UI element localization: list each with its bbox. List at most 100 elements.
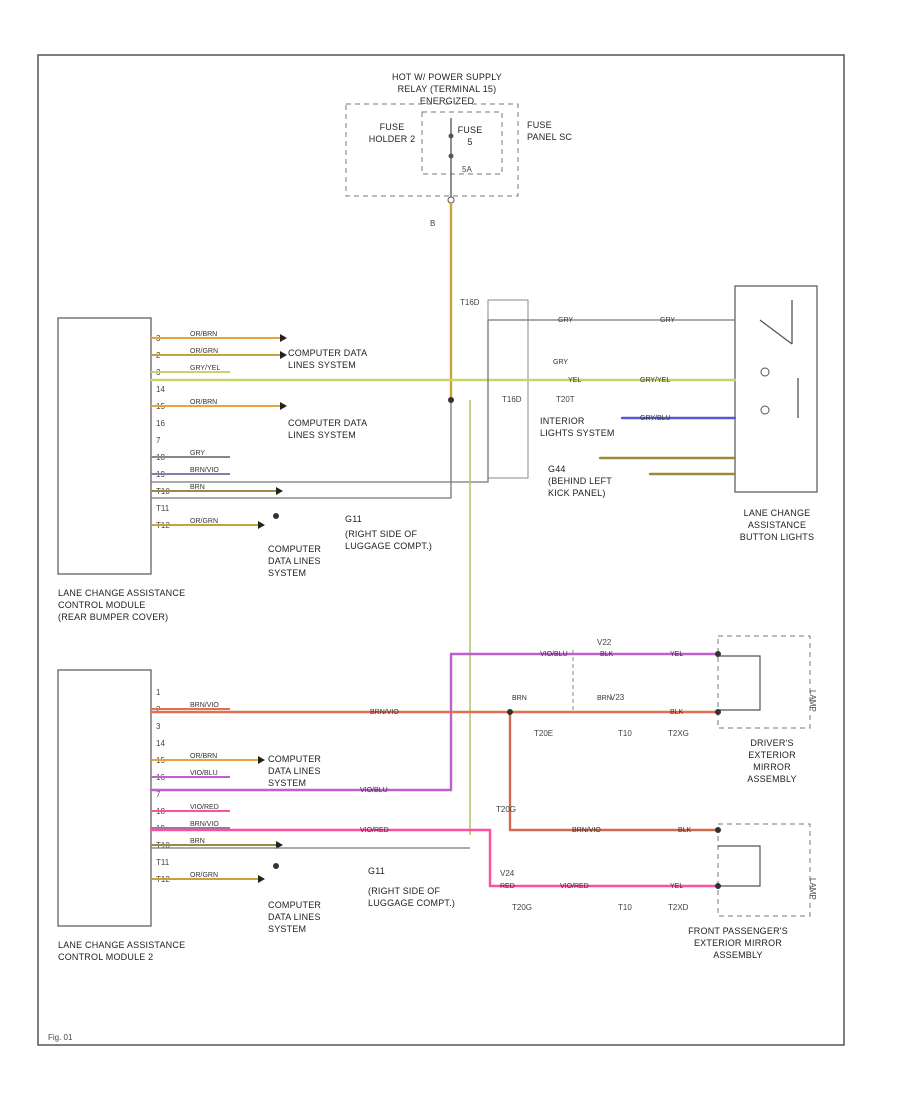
bottom-arrow-9 — [276, 841, 283, 849]
relay-label-2: RELAY (TERMINAL 15) — [398, 84, 497, 94]
bottom-wire-label-4: OR/BRN — [190, 753, 217, 760]
top-wire-label-4: OR/BRN — [190, 399, 217, 406]
driver-mirror-label-4: ASSEMBLY — [747, 774, 796, 784]
bottom-pin-6: 7 — [156, 790, 161, 799]
junction-dot-5 — [715, 827, 721, 833]
driver-mirror-box — [717, 635, 811, 729]
comp-data-label-4c: SYSTEM — [268, 778, 306, 788]
bottom-arrow-4 — [258, 756, 265, 764]
diagram-id: Fig. 01 — [48, 1033, 73, 1042]
g44-label-3: KICK PANEL) — [548, 488, 606, 498]
wl-vio-red-2: VIO/RED — [360, 827, 389, 834]
bottom-pin-10: T11 — [156, 858, 170, 867]
fuse-panel-label-1: FUSE — [527, 120, 552, 130]
wl-blk-1: BLK — [600, 651, 614, 658]
pass-mirror-label-2: EXTERIOR MIRROR — [694, 938, 782, 948]
fuse-inner-box — [421, 111, 503, 175]
fuse-holder-label-2: HOLDER 2 — [369, 134, 416, 144]
junction-dot-3 — [715, 651, 721, 657]
brn-vio-wire-19 — [151, 400, 452, 499]
bottom-pin-3: 14 — [156, 739, 165, 748]
fuse-holder-label-1: FUSE — [380, 122, 405, 132]
gry1-wl: GRY — [553, 359, 568, 366]
interior-label-1: INTERIOR — [540, 416, 585, 426]
top-pin-5: 16 — [156, 419, 165, 428]
comp-data-label-5b: DATA LINES — [268, 912, 321, 922]
top-wire-label-2: GRY/YEL — [190, 365, 220, 372]
fuse-name-1: FUSE — [458, 125, 483, 135]
junction-dot-8 — [273, 863, 279, 869]
top-wire-label-0: OR/BRN — [190, 331, 217, 338]
pass-mirror-label-3: ASSEMBLY — [713, 950, 762, 960]
gry-blu-wl: GRY/BLU — [640, 415, 671, 422]
comp-data-label-2a: COMPUTER DATA — [288, 418, 367, 428]
comp-data-label-4b: DATA LINES — [268, 766, 321, 776]
comp-data-label-2b: LINES SYSTEM — [288, 430, 356, 440]
relay-label-1: HOT W/ POWER SUPPLY — [392, 72, 502, 82]
wl-brn-red: BRN/VIO — [572, 827, 601, 834]
junction-dot-1 — [448, 397, 454, 403]
ground-loc-bottom-1: (RIGHT SIDE OF — [368, 886, 440, 896]
wl-brn-1: BRN — [512, 695, 527, 702]
wl-yel-2: YEL — [670, 883, 683, 890]
comp-data-label-1a: COMPUTER DATA — [288, 348, 367, 358]
fuse-amp: 5A — [462, 165, 472, 174]
button-lights-label-3: BUTTON LIGHTS — [740, 532, 814, 542]
top-arrow-1 — [280, 351, 287, 359]
button-lights-conn-box — [487, 299, 529, 479]
t20t-conn-lbl: T20T — [556, 395, 575, 404]
ground-loc-bottom-2: LUGGAGE COMPT.) — [368, 898, 455, 908]
top-control-module — [57, 317, 152, 575]
fuse-name-2: 5 — [467, 137, 472, 147]
comp-data-label-5c: SYSTEM — [268, 924, 306, 934]
c-t10-1: T10 — [618, 729, 632, 738]
top-arrow-9 — [276, 487, 283, 495]
switch-arm — [759, 319, 793, 345]
top-pin-3: 14 — [156, 385, 165, 394]
top-module-label-3: (REAR BUMPER COVER) — [58, 612, 168, 622]
top-arrow-0 — [280, 334, 287, 342]
wl-vio-red: VIO/RED — [560, 883, 589, 890]
pass-mirror-label-1: FRONT PASSENGER'S — [688, 926, 788, 936]
brn-red-wire-branch — [508, 710, 720, 832]
comp-data-label-5a: COMPUTER — [268, 900, 321, 910]
g44-label-2: (BEHIND LEFT — [548, 476, 612, 486]
top-module-label-1: LANE CHANGE ASSISTANCE — [58, 588, 185, 598]
relay-label-3: ENERGIZED — [420, 96, 475, 106]
driver-mirror-label-2: EXTERIOR — [748, 750, 796, 760]
bottom-wire-label-11: OR/GRN — [190, 872, 218, 879]
c-t2x-1: T2XG — [668, 729, 689, 738]
comp-data-label-3b: DATA LINES — [268, 556, 321, 566]
bottom-wire-label-7: VIO/RED — [190, 804, 219, 811]
c-t2xd: T2XD — [668, 903, 689, 912]
driver-mirror-label-1: DRIVER'S — [750, 738, 793, 748]
top-pin-10: T11 — [156, 504, 170, 513]
diagram-frame — [37, 54, 845, 1046]
bottom-wire-label-5: VIO/BLU — [190, 770, 218, 777]
wl-blk-2: BLK — [670, 709, 684, 716]
bottom-pin-2: 3 — [156, 722, 161, 731]
top-pin-6: 7 — [156, 436, 161, 445]
gry-wl-1: GRY — [558, 317, 573, 324]
conn-b: B — [430, 219, 435, 228]
wl-yel-1: YEL — [670, 651, 683, 658]
bottom-pin-0: 1 — [156, 688, 161, 697]
button-lights-label-2: ASSISTANCE — [748, 520, 806, 530]
wl-brn-vio-1: BRN/VIO — [370, 709, 399, 716]
bottom-wire-label-8: BRN/VIO — [190, 821, 219, 828]
bottom-pin-group: 12BRN/VIO31415OR/BRN16VIO/BLU718VIO/RED1… — [151, 688, 283, 884]
ground-loc-top-1: (RIGHT SIDE OF — [345, 529, 417, 539]
c-t10-2: T10 — [618, 903, 632, 912]
bottom-wire-label-9: BRN — [190, 838, 205, 845]
button-lights-box — [734, 285, 818, 493]
comp-data-label-4a: COMPUTER — [268, 754, 321, 764]
gry-yel-wl: GRY/YEL — [640, 377, 670, 384]
c-t20g-2: T20G — [512, 903, 532, 912]
wl-blk-3: BLK — [678, 827, 692, 834]
comp-data-label-1b: LINES SYSTEM — [288, 360, 356, 370]
junction-dot-7 — [273, 513, 279, 519]
driver-mirror-label-3: MIRROR — [753, 762, 791, 772]
vio-red-wire-18 — [149, 828, 720, 888]
ground-loc-top-2: LUGGAGE COMPT.) — [345, 541, 432, 551]
